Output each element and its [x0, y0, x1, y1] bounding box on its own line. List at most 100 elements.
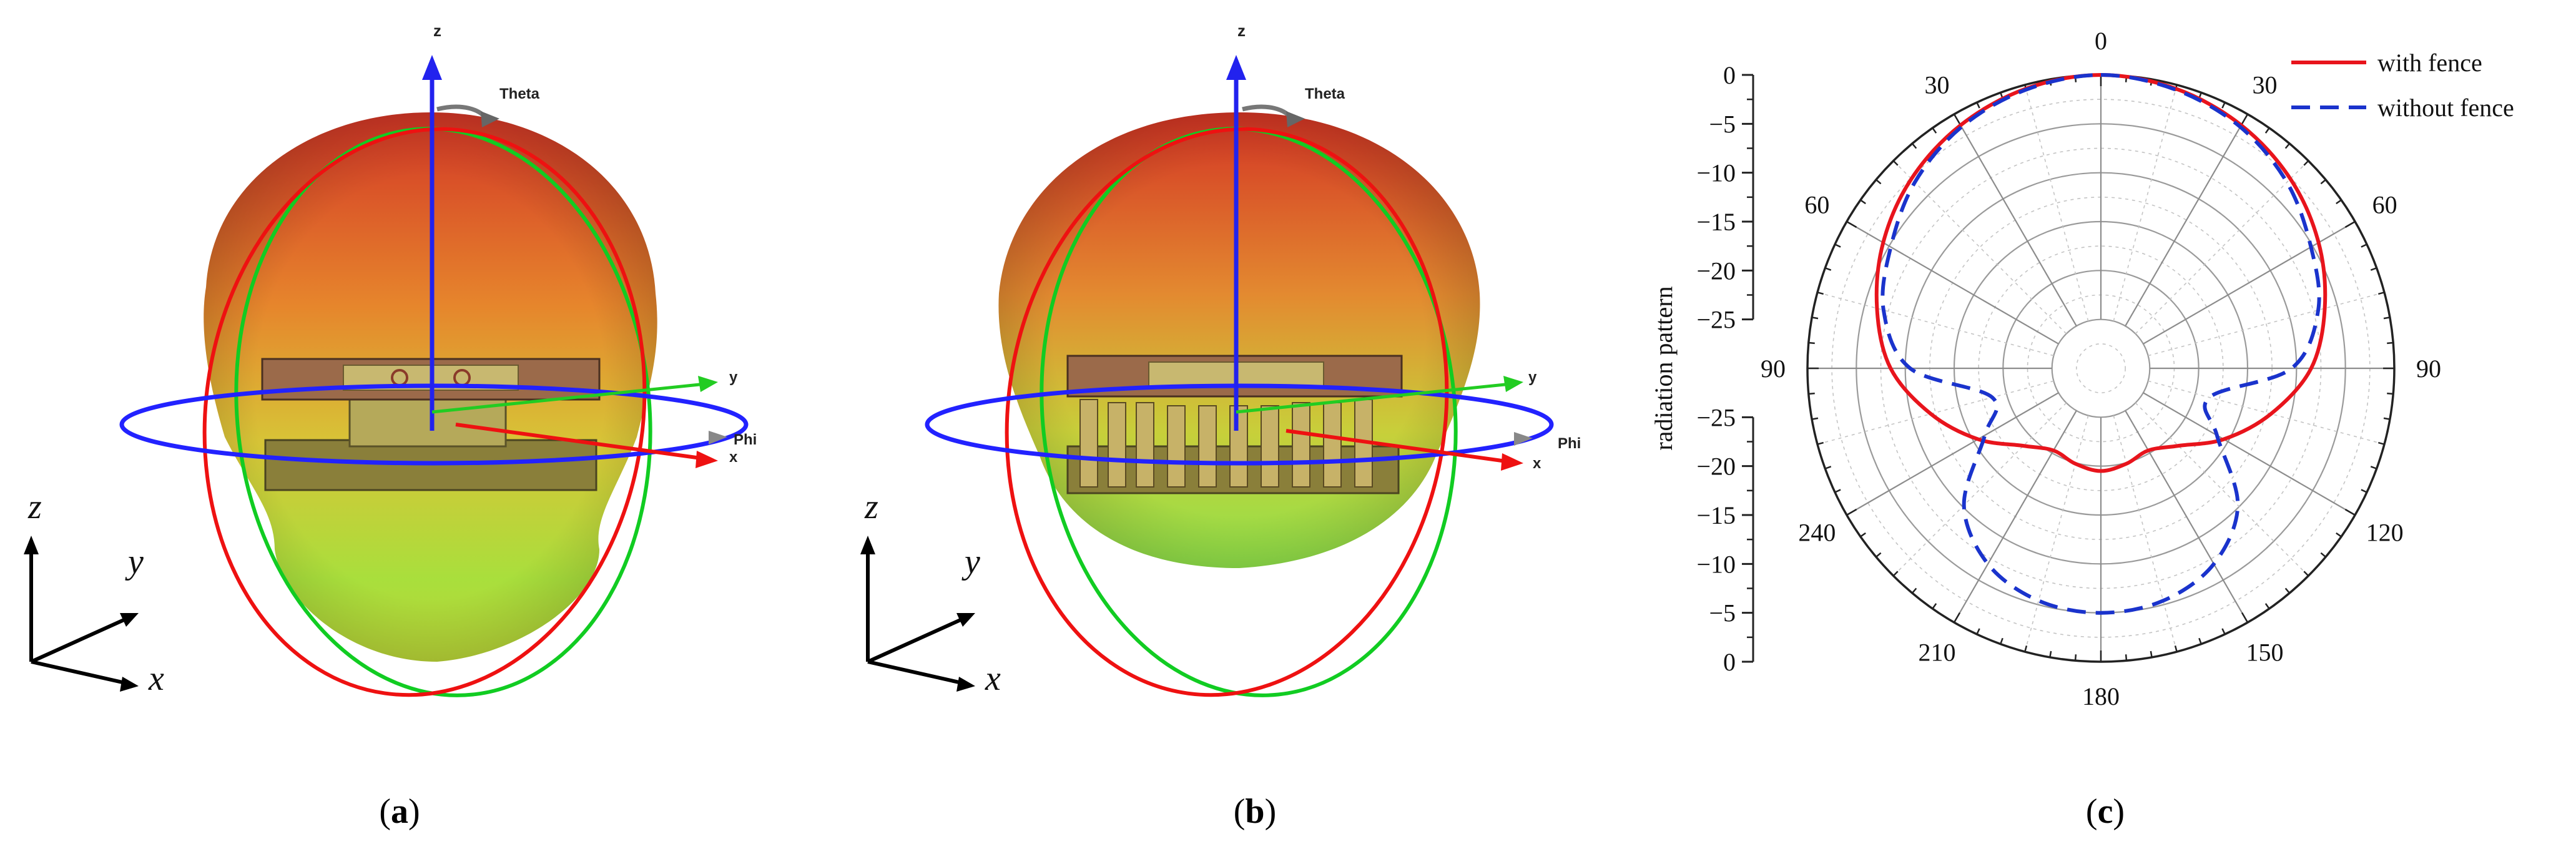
grid-spoke	[2024, 84, 2089, 321]
angle-tick-label: 180	[2082, 682, 2120, 710]
grid-spoke	[2125, 114, 2248, 326]
triad-x-label-b: x	[985, 659, 1001, 698]
outer-tick	[2336, 532, 2342, 537]
outer-tick	[2241, 612, 2249, 623]
radial-tick-label-upper: −10	[1696, 159, 1736, 187]
outer-tick	[2370, 267, 2377, 271]
outer-tick	[2303, 571, 2309, 577]
polar-grid	[1806, 74, 2396, 663]
panel-a-3d-pattern: z Theta y x Phi z y x (a)	[24, 21, 757, 831]
outer-tick	[2150, 650, 2153, 658]
outer-tick	[2074, 654, 2077, 661]
outer-tick	[2336, 199, 2342, 205]
angle-tick-label: 60	[2372, 191, 2397, 219]
phi-ring-red-b	[1005, 127, 1449, 697]
y-axis-title: radiation pattern	[1649, 286, 1678, 450]
y-axis-b	[1236, 382, 1512, 414]
outer-tick	[2221, 102, 2226, 109]
z-axis-label-a: z	[433, 21, 441, 40]
outer-tick	[1817, 441, 1824, 445]
theta-label-a: Theta	[499, 86, 540, 102]
x-axis-b	[1286, 429, 1512, 464]
radial-tick-label-upper: −20	[1696, 257, 1736, 285]
caption-a: (a)	[379, 792, 420, 831]
outer-tick	[2320, 179, 2326, 185]
radial-tick-label-upper: −5	[1709, 110, 1736, 138]
outer-tick	[1860, 532, 1866, 537]
outer-tick	[2241, 114, 2249, 125]
grid-spoke	[1817, 292, 2054, 356]
outer-tick	[2370, 466, 2377, 469]
outer-tick	[2284, 587, 2291, 594]
y-axis-label-b: y	[1528, 369, 1537, 386]
radial-tick-label-upper: −25	[1696, 306, 1736, 334]
outer-tick	[1860, 199, 1866, 205]
outer-tick	[1892, 571, 1899, 577]
outer-tick	[2344, 220, 2356, 228]
outer-tick	[1846, 508, 1857, 516]
triad-x-label-a: x	[148, 659, 164, 698]
outer-tick	[1811, 417, 1819, 420]
phi-label-b: Phi	[1558, 435, 1581, 452]
angle-tick-label: 240	[1798, 519, 1836, 547]
series-line-without-fence	[1880, 72, 2321, 615]
outer-tick	[2221, 628, 2226, 635]
outer-tick	[1834, 243, 1841, 248]
angle-tick-label: 0	[2095, 27, 2107, 55]
series-line-with-fence	[1874, 72, 2328, 473]
y-axis-label-a: y	[729, 369, 738, 386]
grid-spoke	[1893, 160, 2067, 335]
triad-z-label-a: z	[27, 488, 42, 526]
radial-tick-label-lower: −25	[1696, 403, 1736, 431]
outer-tick	[2320, 552, 2326, 558]
x-axis-label-b: x	[1533, 455, 1541, 472]
outer-tick	[2361, 489, 2367, 493]
grid-circle	[2076, 343, 2126, 393]
outer-tick	[1834, 489, 1841, 493]
outer-tick	[2198, 637, 2202, 645]
angle-tick-label: 90	[1761, 355, 1786, 383]
angle-tick-label: 30	[1925, 71, 1950, 99]
outer-tick	[1892, 160, 1899, 166]
series-lines	[1874, 72, 2328, 615]
outer-tick	[2383, 417, 2391, 420]
x-axis-label-a: x	[729, 449, 738, 466]
panel-b-3d-pattern: z Theta y x Phi z y x (b)	[860, 21, 1581, 831]
caption-b: (b)	[1234, 792, 1276, 831]
phi-ring-red-a	[202, 127, 647, 697]
grid-spoke	[2125, 410, 2248, 623]
radial-tick-label-lower: 0	[1723, 648, 1736, 676]
grid-spoke	[1817, 380, 2054, 445]
grid-circle	[2051, 318, 2151, 418]
triad-z-label-b: z	[864, 488, 878, 526]
outer-tick	[2049, 650, 2052, 658]
phi-label-a: Phi	[734, 431, 757, 448]
outer-tick	[2024, 645, 2028, 652]
radial-tick-label-lower: −10	[1696, 550, 1736, 578]
triad-y-label-a: y	[125, 542, 144, 581]
outer-tick	[1932, 127, 1937, 134]
y-axis-a	[431, 382, 706, 414]
angle-tick-label: 210	[1919, 639, 1956, 667]
outer-tick	[2361, 243, 2367, 248]
z-arrowhead-a	[422, 55, 442, 80]
grid-spoke	[2113, 84, 2178, 321]
coordinate-triad-b: z y x	[860, 488, 1001, 698]
outer-tick	[2264, 127, 2270, 134]
x-axis-a	[455, 423, 706, 461]
grid-spoke	[2135, 160, 2309, 335]
pattern-shading-b	[998, 112, 1480, 568]
outer-tick	[1911, 587, 1917, 594]
outer-tick	[2000, 637, 2003, 645]
outer-tick	[2387, 392, 2394, 395]
angle-tick-label: 90	[2416, 355, 2441, 383]
outer-tick	[1808, 392, 1815, 395]
grid-spoke	[2143, 392, 2356, 516]
triad-y-label-b: y	[961, 542, 980, 581]
radial-tick-label-lower: −15	[1696, 501, 1736, 529]
legend: with fence without fence	[2291, 49, 2514, 122]
outer-tick	[1817, 292, 1824, 295]
angle-tick-label: 60	[1804, 191, 1829, 219]
